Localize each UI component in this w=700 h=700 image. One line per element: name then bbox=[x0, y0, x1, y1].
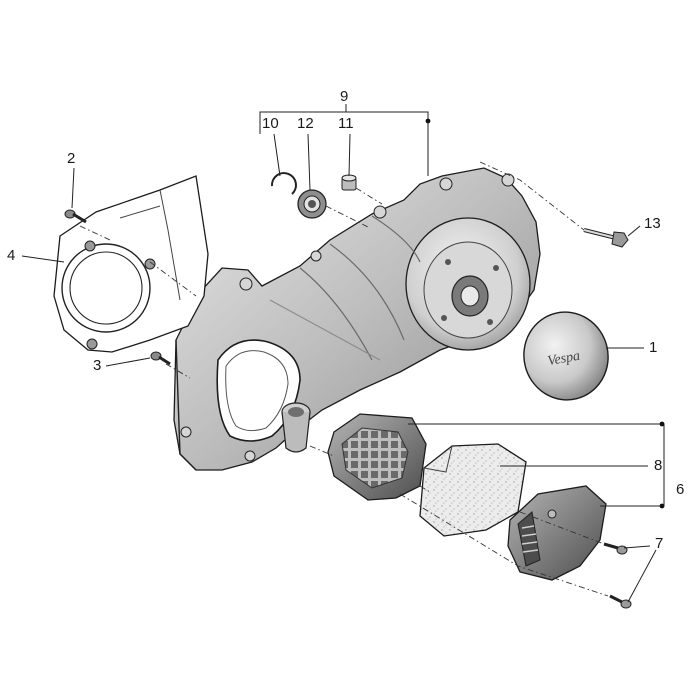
screw-part-2 bbox=[64, 209, 87, 224]
callout-13: 13 bbox=[644, 215, 661, 232]
leader-lines bbox=[21, 104, 665, 603]
bearing-part-12 bbox=[297, 189, 327, 219]
callout-7: 7 bbox=[655, 535, 664, 552]
callout-6: 6 bbox=[676, 481, 685, 498]
assembly-axes bbox=[79, 161, 609, 597]
callout-1: 1 bbox=[649, 339, 658, 356]
callout-11: 11 bbox=[338, 115, 354, 132]
callout-2: 2 bbox=[67, 150, 76, 167]
circlip-part-10 bbox=[270, 172, 297, 195]
airbox-inner-half bbox=[327, 413, 427, 501]
bush-part-11 bbox=[341, 174, 357, 191]
callout-4: 4 bbox=[7, 247, 16, 264]
screw-part-7a bbox=[603, 542, 628, 555]
callout-9: 9 bbox=[340, 88, 349, 105]
logo-cover-part-1: Vespa bbox=[523, 311, 609, 401]
airbox-outer-half bbox=[507, 485, 607, 581]
gasket-plate-part-4 bbox=[53, 175, 209, 353]
callout-10: 10 bbox=[262, 115, 279, 132]
callout-8: 8 bbox=[654, 457, 663, 474]
screw-part-7b bbox=[609, 594, 632, 609]
cover-logo-text: Vespa bbox=[546, 349, 581, 369]
bolt-part-13 bbox=[583, 228, 629, 248]
transmission-cover bbox=[173, 167, 541, 471]
callout-12: 12 bbox=[297, 115, 314, 132]
screw-part-3 bbox=[150, 351, 171, 366]
callout-3: 3 bbox=[93, 357, 102, 374]
